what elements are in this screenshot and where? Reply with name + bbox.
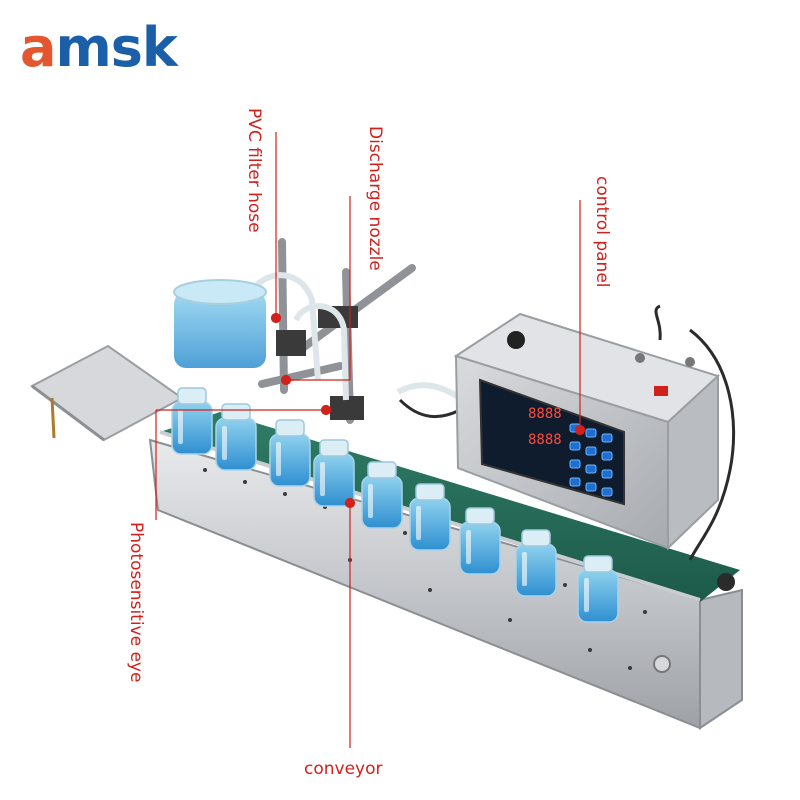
bottle <box>171 387 213 455</box>
bottle <box>313 439 355 507</box>
logo-letter-a: a <box>20 16 56 79</box>
annotation-leaders <box>155 132 586 748</box>
bottle <box>361 461 403 529</box>
bottle <box>215 403 257 471</box>
nozzle-stand <box>258 238 416 424</box>
infeed-tray <box>30 344 184 442</box>
bottle <box>409 483 451 551</box>
label-pvc-filter-hose: PVC filter hose <box>244 108 264 233</box>
label-control-panel: control panel <box>592 176 612 288</box>
display-row-2: 8888 <box>528 432 562 448</box>
liquid-beaker <box>173 279 267 368</box>
control-box: 8888 8888 <box>453 312 720 551</box>
control-keypad <box>569 423 613 497</box>
amsk-logo: amsk <box>20 16 178 79</box>
label-conveyor: conveyor <box>304 759 383 779</box>
bottle <box>459 507 501 575</box>
label-discharge-nozzle: Discharge nozzle <box>365 126 385 271</box>
label-photosensitive-eye: Photosensitive eye <box>126 522 146 683</box>
display-row-1: 8888 <box>528 406 562 422</box>
bottle <box>269 419 311 487</box>
bottle <box>515 529 557 597</box>
logo-letters-msk: msk <box>55 16 177 79</box>
bottles <box>171 387 619 623</box>
bottle <box>577 555 619 623</box>
